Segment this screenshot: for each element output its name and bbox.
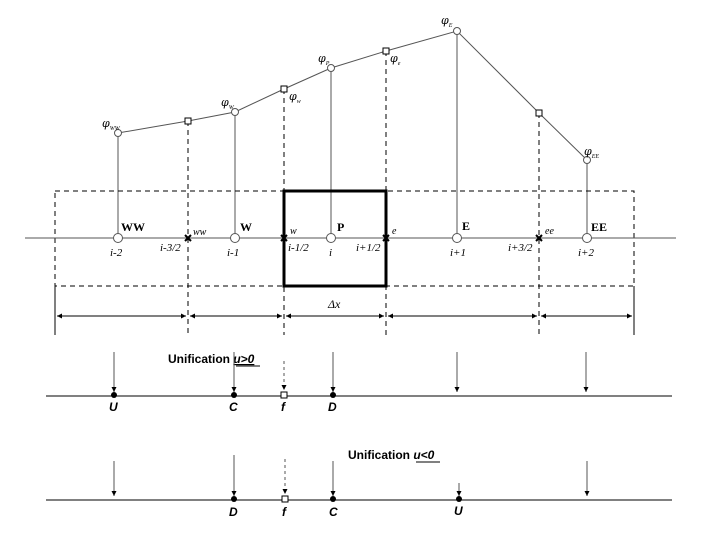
case-positive-u-point xyxy=(111,392,117,398)
dimension-ticks xyxy=(54,286,635,335)
grid-nodes xyxy=(113,233,592,243)
delta-x-label: Δx xyxy=(327,297,341,311)
case-negative-f-point xyxy=(281,495,289,503)
index-label-i+2: i+2 xyxy=(578,247,594,259)
phi-node-markers xyxy=(114,27,591,164)
index-label-i-1: i-1 xyxy=(227,247,239,259)
index-label-i+1-2: i+1/2 xyxy=(356,242,381,254)
case-negative-u-label: U xyxy=(454,504,463,518)
case-positive-d-point xyxy=(330,392,336,398)
case-positive-c-point xyxy=(231,392,237,398)
node-stems xyxy=(117,31,588,238)
case-negative-d-label: D xyxy=(229,505,238,519)
svg-text:φe: φe xyxy=(390,52,401,67)
case-positive-f-label: f xyxy=(281,400,286,414)
case-positive-f-point xyxy=(280,391,288,399)
face-markers xyxy=(184,234,543,242)
case-positive-u-label: U xyxy=(109,400,118,414)
node-label-ee: EE xyxy=(591,220,607,234)
index-label-i-1-2: i-1/2 xyxy=(288,242,309,254)
face-lines xyxy=(187,51,540,335)
svg-text:φW: φW xyxy=(221,96,235,111)
index-label-i-3-2: i-3/2 xyxy=(160,242,181,254)
face-label-e: e xyxy=(392,226,397,237)
case-positive-arrows xyxy=(111,352,589,392)
face-label-ee: ee xyxy=(545,226,554,237)
case-positive-d-label: D xyxy=(328,400,337,414)
svg-text:φEE: φEE xyxy=(584,145,599,160)
svg-text:φE: φE xyxy=(441,14,453,29)
index-label-i: i xyxy=(329,247,332,259)
svg-text:φP: φP xyxy=(318,52,330,67)
case-negative-c-label: C xyxy=(329,505,338,519)
case-negative-d-point xyxy=(231,496,237,502)
face-label-w: w xyxy=(290,226,297,237)
case-positive-c-label: C xyxy=(229,400,238,414)
case-negative-u-point xyxy=(456,496,462,502)
index-label-i+1: i+1 xyxy=(450,247,466,259)
node-label-e: E xyxy=(462,219,470,233)
case-positive-title: Unification u>0 xyxy=(168,352,255,366)
phi-labels: φWW φW φw φP φe φE φEE xyxy=(102,14,599,160)
node-label-w: W xyxy=(240,220,252,234)
case-negative-f-label: f xyxy=(282,505,287,519)
face-label-ww: ww xyxy=(193,227,207,238)
index-label-i+3-2: i+3/2 xyxy=(508,242,533,254)
svg-text:φWW: φWW xyxy=(102,117,121,132)
index-label-i-2: i-2 xyxy=(110,247,123,259)
node-label-p: P xyxy=(337,220,344,234)
node-label-ww: WW xyxy=(121,220,145,234)
case-negative-c-point xyxy=(330,496,336,502)
case-negative-arrows xyxy=(111,455,590,496)
phi-face-markers xyxy=(184,47,543,125)
svg-text:φw: φw xyxy=(289,90,301,105)
case-negative-title: Unification u<0 xyxy=(348,448,435,462)
